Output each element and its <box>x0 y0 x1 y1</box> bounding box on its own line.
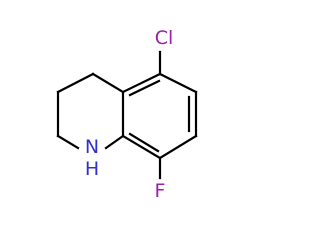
double-bond-c8-c8a-inner <box>128 132 160 153</box>
double-bond-c4a-c5-inner <box>128 79 161 97</box>
bond-c4-c3 <box>56 72 95 94</box>
atom-label-hydrogen: H <box>85 158 99 180</box>
atom-label-fluorine: F <box>155 180 166 202</box>
bond-c2-n1 <box>56 134 80 150</box>
atom-label-nitrogen: N <box>85 136 99 158</box>
bond-c4-c4a <box>91 72 125 94</box>
bond-c8-c8a <box>121 134 162 160</box>
molecule-structure-diagram: Cl N H F <box>56 27 198 202</box>
bond-c5-c6 <box>158 72 198 94</box>
bond-c7-c8 <box>158 134 198 160</box>
bond-n1-c8a <box>104 134 125 150</box>
bond-c4a-c5 <box>121 72 162 94</box>
atom-label-chlorine: Cl <box>155 27 174 49</box>
